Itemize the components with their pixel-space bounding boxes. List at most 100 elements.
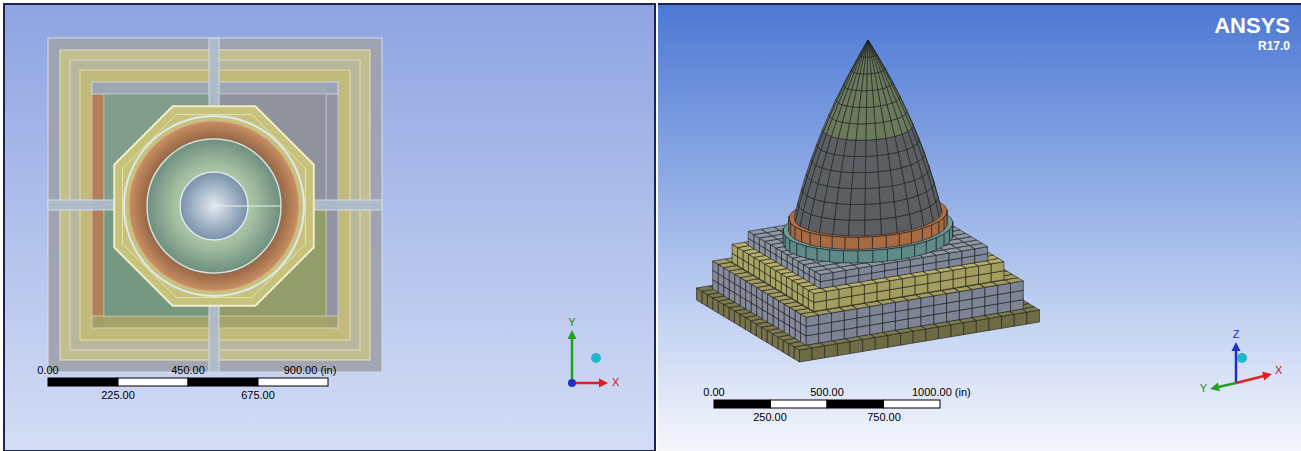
mesh-face bbox=[911, 229, 922, 244]
mesh-face bbox=[858, 250, 873, 263]
mesh-face bbox=[887, 247, 901, 261]
mesh-face bbox=[849, 204, 865, 220]
viewport-left bbox=[4, 4, 655, 451]
mesh-face bbox=[852, 173, 866, 189]
axis-arrowhead bbox=[568, 330, 577, 339]
cone-seam bbox=[214, 206, 281, 207]
mesh-face bbox=[800, 348, 813, 362]
scale-segment bbox=[258, 378, 328, 386]
mesh-face bbox=[865, 172, 879, 189]
mesh-face bbox=[866, 107, 875, 124]
scale-segment bbox=[827, 400, 884, 408]
mesh-face bbox=[894, 199, 909, 217]
mesh-face bbox=[901, 331, 914, 345]
mesh-face bbox=[812, 346, 825, 360]
axis-arrowhead bbox=[599, 379, 608, 388]
axis-arrow bbox=[1235, 346, 1238, 383]
mesh-face bbox=[926, 327, 939, 341]
mesh-face bbox=[876, 138, 888, 155]
mesh-face bbox=[797, 243, 806, 258]
scale-segment bbox=[48, 378, 118, 386]
axis-label: Y bbox=[1200, 382, 1207, 394]
cone-base bbox=[147, 139, 281, 273]
mesh-face bbox=[861, 40, 868, 57]
mesh-face bbox=[833, 219, 849, 236]
scale-value: 0.00 bbox=[703, 386, 724, 398]
mesh-face bbox=[791, 224, 795, 239]
mesh-face bbox=[944, 214, 947, 230]
mesh-face bbox=[856, 124, 866, 140]
mesh-face bbox=[848, 220, 865, 236]
mesh-face bbox=[867, 74, 873, 91]
mesh-face bbox=[878, 170, 892, 188]
mesh-face bbox=[877, 154, 890, 171]
axis-label: Z bbox=[1233, 328, 1240, 340]
mesh-face bbox=[932, 222, 939, 238]
mesh-face bbox=[868, 40, 871, 57]
top-view-model bbox=[48, 38, 382, 372]
mesh-face bbox=[868, 40, 873, 57]
axis-label: Y bbox=[568, 316, 575, 328]
scale-value: 0.00 bbox=[37, 364, 58, 376]
mesh-face bbox=[861, 74, 867, 91]
mesh-face bbox=[976, 318, 989, 332]
structure-part bbox=[80, 70, 350, 340]
axis-triad bbox=[568, 330, 609, 388]
mesh-face bbox=[819, 217, 834, 234]
mesh-face bbox=[875, 122, 886, 139]
ring-outline bbox=[124, 116, 304, 296]
mesh-face bbox=[795, 227, 802, 242]
mesh-face bbox=[858, 107, 867, 124]
scale-value: 450.00 bbox=[171, 364, 205, 376]
axis-label: X bbox=[612, 376, 619, 388]
mesh-face bbox=[880, 202, 896, 220]
mesh-face bbox=[843, 251, 858, 263]
mesh-face bbox=[902, 245, 915, 260]
mesh-face bbox=[854, 140, 866, 156]
mesh-face bbox=[825, 344, 838, 358]
axis-arrowhead bbox=[1210, 383, 1220, 392]
mesh-face bbox=[806, 246, 817, 260]
mesh-face bbox=[785, 236, 790, 252]
mesh-face bbox=[837, 342, 850, 356]
mesh-face bbox=[860, 40, 868, 56]
mesh-face bbox=[850, 189, 865, 205]
mesh-face bbox=[865, 203, 881, 220]
mesh-face bbox=[868, 40, 870, 57]
scale-value: 1000.00 (in) bbox=[912, 386, 971, 398]
mesh-face bbox=[866, 156, 879, 173]
mesh-face bbox=[892, 183, 907, 201]
mesh-face bbox=[944, 230, 949, 246]
mesh-face bbox=[835, 204, 851, 221]
mesh-face bbox=[859, 237, 873, 250]
mesh-face bbox=[841, 156, 854, 173]
mesh-face bbox=[810, 233, 820, 247]
mesh-face bbox=[939, 218, 944, 234]
mesh-face bbox=[874, 106, 884, 123]
scale-value: 500.00 bbox=[810, 386, 844, 398]
mesh-face bbox=[886, 234, 899, 248]
scale-value: 250.00 bbox=[753, 411, 787, 423]
mesh-face bbox=[821, 235, 833, 248]
mesh-face bbox=[964, 321, 977, 335]
mesh-face bbox=[989, 316, 1002, 330]
mesh-face bbox=[837, 188, 852, 205]
mesh-face bbox=[850, 339, 863, 353]
mesh-face bbox=[915, 242, 927, 257]
view-ball bbox=[1237, 353, 1247, 363]
mesh-face bbox=[853, 156, 866, 172]
axis-arrow bbox=[571, 334, 574, 383]
view-ball bbox=[591, 353, 601, 363]
mesh-face bbox=[864, 57, 868, 74]
mesh-face bbox=[1002, 314, 1015, 328]
mesh-face bbox=[1027, 310, 1040, 324]
octagon-platform bbox=[114, 106, 314, 306]
viewport-right bbox=[658, 4, 1301, 451]
scale-segment bbox=[884, 400, 941, 408]
mesh-face bbox=[922, 225, 931, 240]
mesh-face bbox=[936, 234, 944, 250]
mesh-model bbox=[697, 40, 1040, 362]
mesh-face bbox=[866, 123, 876, 140]
